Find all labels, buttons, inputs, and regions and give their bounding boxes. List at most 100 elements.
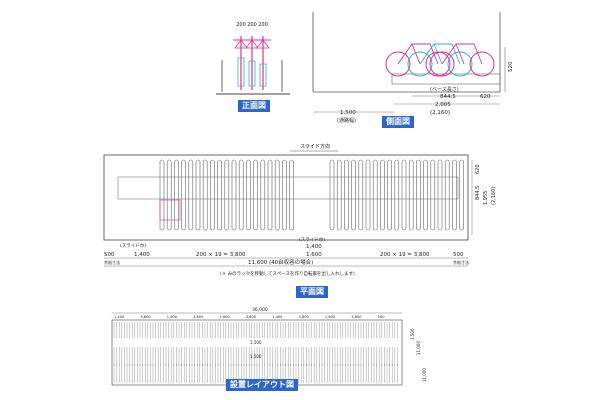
- layout-overall: 36,000: [252, 307, 268, 313]
- plan-rail: [117, 176, 459, 200]
- plan-rack-slot: [365, 159, 371, 231]
- plan-rack-slot: [282, 159, 287, 231]
- layout-top-dim: 1,400: [114, 315, 125, 319]
- plan-rack: [117, 159, 464, 231]
- plan-slide-center: 1,400: [306, 244, 322, 250]
- plan-right-dim-4: (2,160): [491, 187, 497, 205]
- plan-seg3: 200 × 19 = 3,800: [380, 252, 430, 258]
- front-dim-3: 200: [258, 22, 268, 28]
- plan-rack-slot: [452, 159, 457, 231]
- plan-rack-slot: [387, 159, 392, 231]
- plan-rack-slot: [238, 159, 244, 231]
- plan-rack-slot: [174, 159, 179, 231]
- side-total-paren: (2,160): [430, 110, 450, 116]
- plan-rack-slot: [394, 159, 400, 231]
- plan-rack-slot: [210, 159, 215, 231]
- side-view-title: 側面図: [382, 116, 414, 128]
- front-bike-wheel: [237, 57, 245, 87]
- layout-row-label-2: 1,500: [250, 354, 262, 359]
- layout-top-dim: 1,600: [219, 315, 230, 319]
- plan-slide-width-center: (スライド巾): [299, 236, 325, 243]
- layout-top-dim: 1,400: [167, 315, 178, 319]
- plan-rack-slot: [289, 159, 294, 231]
- plan-rack-slot: [217, 159, 222, 231]
- plan-rack-slot: [224, 159, 230, 231]
- front-dim-2: 200: [247, 22, 257, 28]
- plan-rack-slot: [188, 159, 194, 231]
- side-bike-wheel: [447, 51, 473, 77]
- side-aisle-note: (通路幅): [337, 117, 356, 124]
- layout-top-dim: 3,800: [351, 315, 362, 319]
- plan-rack-slot: [358, 159, 364, 231]
- plan-margin-right-label: 余裕寸法: [453, 259, 469, 265]
- plan-rack-slot: [351, 159, 356, 231]
- side-bike-frame: [441, 43, 483, 65]
- plan-seg2: 1,600: [306, 252, 322, 258]
- plan-rack-slot: [408, 159, 414, 231]
- plan-rack-slot: [253, 159, 258, 231]
- layout-rows: [113, 322, 398, 383]
- plan-slide-width-left: (スライド巾): [120, 242, 146, 249]
- plan-rack-slot: [159, 159, 165, 231]
- side-total: 2,005: [435, 102, 451, 108]
- layout-top-dim: 3,800: [193, 315, 204, 319]
- plan-rack-slot: [195, 159, 201, 231]
- plan-margin-right: 500: [453, 252, 464, 258]
- layout-side-dim-3: 11,000: [422, 368, 427, 382]
- plan-rack-slot: [231, 159, 237, 231]
- plan-rack-slot: [344, 159, 349, 231]
- plan-rack-slot: [274, 159, 280, 231]
- front-bike-wheel: [259, 63, 267, 87]
- front-bike-basket: [256, 39, 270, 49]
- side-height: 520: [508, 61, 514, 72]
- side-bike-wheel: [407, 51, 433, 77]
- plan-rack-slot: [260, 159, 266, 231]
- layout-top-dim: 500: [378, 315, 386, 319]
- plan-seg1: 200 × 19 = 3,800: [196, 252, 246, 258]
- front-bike-basket: [234, 39, 248, 49]
- front-bike-basket: [245, 39, 259, 49]
- plan-rack-slot: [437, 159, 443, 231]
- side-bike-wheel: [469, 51, 495, 77]
- layout-row-label-1: 1,500: [250, 340, 262, 345]
- plan-rack-slot: [430, 159, 436, 231]
- plan-rack-slot: [329, 159, 335, 231]
- front-bike-wheel: [248, 60, 256, 87]
- side-bike-frame: [419, 43, 461, 65]
- side-view: 520 (ベース長さ) 844.5 620 2,005 (2,160) 1,50…: [312, 12, 514, 124]
- plan-rack-slot: [372, 159, 378, 231]
- side-aisle: 1,500: [340, 110, 356, 116]
- layout-top-dim: 3,800: [299, 315, 310, 319]
- front-view: 200 200 200: [216, 22, 290, 95]
- plan-rack-slot: [401, 159, 407, 231]
- plan-rack-slot: [423, 159, 428, 231]
- layout-top-dim: 3,800: [246, 315, 257, 319]
- layout-side-dim-2: 11,000: [416, 341, 421, 355]
- plan-right-dim-1: 620: [475, 164, 481, 174]
- layout-view-title: 設置レイアウト図: [226, 379, 298, 391]
- plan-rack-slot: [166, 159, 172, 231]
- plan-rack-slot: [246, 159, 251, 231]
- side-rear: 620: [480, 94, 491, 100]
- plan-right-dim-2: 844.5: [475, 186, 481, 200]
- side-base-label: (ベース長さ): [430, 86, 459, 93]
- plan-note: (＊ みのラックを移動してスペースを作り自転車を出し入れします): [220, 270, 355, 277]
- side-base: 844.5: [440, 94, 456, 100]
- plan-rack-slot: [444, 159, 450, 231]
- side-bike-wheel: [425, 51, 451, 77]
- plan-rack-slot: [459, 159, 464, 231]
- plan-view-title: 平面図: [296, 286, 328, 298]
- front-rack: [221, 36, 283, 92]
- plan-slide-marker: [159, 199, 181, 221]
- layout-side-dim-1: 1,500: [410, 328, 415, 340]
- plan-slide-left: 1,400: [134, 252, 150, 258]
- layout-top-dim: 3,800: [140, 315, 151, 319]
- plan-rack-slot: [336, 159, 342, 231]
- plan-right-dim-3: 1,955: [483, 191, 489, 205]
- side-bike-frame: [397, 43, 439, 65]
- plan-rack-slot: [181, 159, 186, 231]
- plan-rack-slot: [267, 159, 273, 231]
